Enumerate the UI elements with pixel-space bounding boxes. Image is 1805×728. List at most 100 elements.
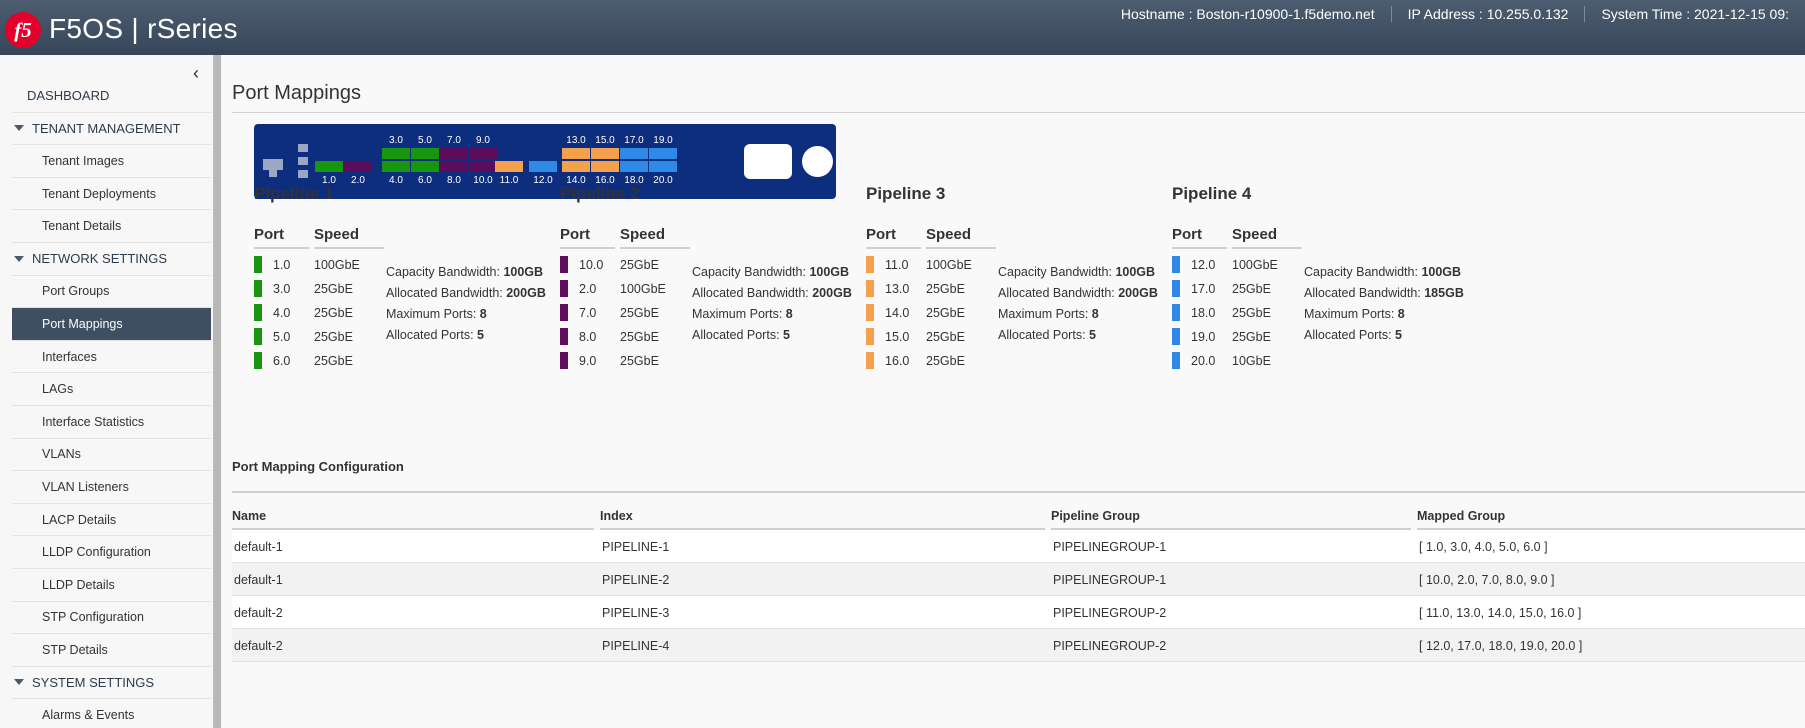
port-9.0-indicator[interactable]: [469, 148, 497, 159]
table-cell: PIPELINEGROUP-1: [1053, 573, 1167, 587]
port-14.0-indicator[interactable]: [562, 161, 590, 172]
port-number: 12.0: [1191, 258, 1216, 272]
collapse-sidebar-icon[interactable]: ‹: [193, 63, 199, 83]
console-port-icon: [296, 144, 310, 178]
column-header[interactable]: Pipeline Group: [1051, 509, 1140, 523]
pipeline-color-swatch: [560, 280, 568, 297]
port-15.0-indicator[interactable]: [591, 148, 619, 159]
title-divider: [232, 112, 1805, 113]
column-header[interactable]: Mapped Group: [1417, 509, 1506, 523]
page-title: Port Mappings: [232, 82, 361, 104]
port-column-header: Port: [560, 226, 615, 249]
column-header-underline: [1417, 528, 1805, 530]
sidebar-item-label: LACP Details: [42, 512, 117, 527]
speed-column-header: Speed: [1232, 226, 1302, 249]
sidebar-item-tenant-deployments[interactable]: Tenant Deployments: [12, 178, 211, 211]
port-16.0-indicator[interactable]: [591, 161, 619, 172]
sidebar-section-system-settings[interactable]: SYSTEM SETTINGS: [12, 667, 211, 700]
port-number: 4.0: [273, 306, 291, 320]
sidebar-item-label: Alarms & Events: [42, 708, 135, 723]
sidebar-item-interfaces[interactable]: Interfaces: [12, 341, 211, 374]
allocated-bandwidth: Allocated Bandwidth: 200GB: [692, 286, 852, 300]
sidebar-item-alarms-events[interactable]: Alarms & Events: [12, 699, 211, 728]
sidebar-section-tenant-management[interactable]: TENANT MANAGEMENT: [12, 113, 211, 146]
sidebar-item-lldp-configuration[interactable]: LLDP Configuration: [12, 536, 211, 569]
port-number: 8.0: [579, 330, 597, 344]
table-cell: PIPELINEGROUP-2: [1053, 606, 1167, 620]
port-17.0-indicator[interactable]: [620, 148, 648, 159]
sidebar-item-lags[interactable]: LAGs: [12, 373, 211, 406]
f5-logo[interactable]: f5: [5, 12, 41, 48]
table-cell: default-2: [234, 639, 283, 653]
port-number: 6.0: [273, 354, 291, 368]
sidebar-item-vlans[interactable]: VLANs: [12, 439, 211, 472]
column-header[interactable]: Index: [600, 509, 633, 523]
port-label-bottom: 1.0: [322, 175, 336, 186]
port-6.0-indicator[interactable]: [411, 161, 439, 172]
column-header[interactable]: Name: [232, 509, 267, 523]
port-speed: 25GbE: [314, 354, 353, 368]
port-speed: 25GbE: [926, 306, 965, 320]
sidebar-item-dashboard[interactable]: DASHBOARD: [12, 80, 211, 113]
sidebar-item-tenant-images[interactable]: Tenant Images: [12, 145, 211, 178]
port-20.0-indicator[interactable]: [649, 161, 677, 172]
port-label-top: 9.0: [476, 135, 490, 146]
table-cell: [ 1.0, 3.0, 4.0, 5.0, 6.0 ]: [1419, 540, 1548, 554]
port-10.0-indicator[interactable]: [469, 161, 497, 172]
pipeline-color-swatch: [560, 352, 568, 369]
config-divider: [232, 491, 1805, 493]
port-19.0-indicator[interactable]: [649, 148, 677, 159]
port-18.0-indicator[interactable]: [620, 161, 648, 172]
port-13.0-indicator[interactable]: [562, 148, 590, 159]
port-label-top: 3.0: [389, 135, 403, 146]
port-number: 1.0: [273, 258, 291, 272]
port-label-bottom: 12.0: [533, 175, 553, 186]
maximum-ports: Maximum Ports: 8: [998, 307, 1099, 321]
port-label-bottom: 2.0: [351, 175, 365, 186]
sidebar-section-network-settings[interactable]: NETWORK SETTINGS: [12, 243, 211, 276]
table-cell: default-1: [234, 573, 283, 587]
port-12.0-indicator[interactable]: [529, 161, 557, 172]
port-8.0-indicator[interactable]: [440, 161, 468, 172]
sidebar-item-vlan-listeners[interactable]: VLAN Listeners: [12, 471, 211, 504]
port-number: 13.0: [885, 282, 910, 296]
header-info: Hostname : Boston-r10900-1.f5demo.net IP…: [1105, 6, 1805, 22]
port-number: 11.0: [885, 258, 909, 272]
sidebar-item-port-mappings[interactable]: Port Mappings: [12, 308, 211, 341]
maximum-ports: Maximum Ports: 8: [386, 307, 487, 321]
port-label-top: 5.0: [418, 135, 432, 146]
port-11.0-indicator[interactable]: [495, 161, 523, 172]
sidebar-item-lldp-details[interactable]: LLDP Details: [12, 569, 211, 602]
caret-down-icon: [14, 679, 24, 686]
sidebar: [0, 55, 213, 728]
port-7.0-indicator[interactable]: [440, 148, 468, 159]
port-1.0-indicator[interactable]: [315, 161, 343, 172]
port-3.0-indicator[interactable]: [382, 148, 410, 159]
port-4.0-indicator[interactable]: [382, 161, 410, 172]
sidebar-scrollbar[interactable]: [213, 55, 221, 728]
column-header-underline: [1051, 528, 1411, 530]
pipeline-color-swatch: [560, 304, 568, 321]
sidebar-item-port-groups[interactable]: Port Groups: [12, 276, 211, 309]
pipeline-color-swatch: [254, 256, 262, 273]
port-column-header: Port: [866, 226, 921, 249]
sidebar-item-tenant-details[interactable]: Tenant Details: [12, 210, 211, 243]
sidebar-item-interface-statistics[interactable]: Interface Statistics: [12, 406, 211, 439]
port-2.0-indicator[interactable]: [344, 161, 372, 172]
port-5.0-indicator[interactable]: [411, 148, 439, 159]
sidebar-item-lacp-details[interactable]: LACP Details: [12, 504, 211, 537]
speed-column-header: Speed: [314, 226, 384, 249]
sidebar-item-stp-details[interactable]: STP Details: [12, 634, 211, 667]
pipeline-title: Pipeline 4: [1172, 184, 1252, 203]
sidebar-item-stp-configuration[interactable]: STP Configuration: [12, 602, 211, 635]
